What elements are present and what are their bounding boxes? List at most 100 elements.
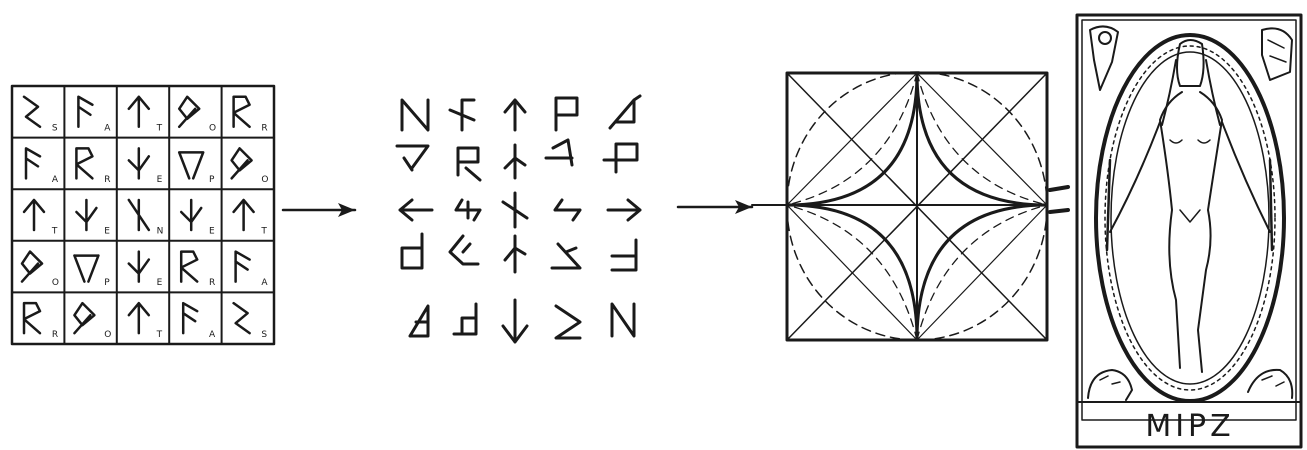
glyph xyxy=(503,300,527,342)
rune-subscript: A xyxy=(52,175,59,185)
rune-cell: A xyxy=(183,303,216,340)
glyph xyxy=(410,306,428,336)
rune-glyph xyxy=(234,303,250,333)
figure-hips xyxy=(1180,210,1200,222)
rune-cell: E xyxy=(129,252,163,289)
rune-glyph xyxy=(24,97,40,127)
rune-cell: T xyxy=(24,200,58,237)
rune-glyph xyxy=(78,97,92,127)
rune-cell: S xyxy=(24,97,58,134)
rune-glyph xyxy=(234,200,254,230)
glyph xyxy=(555,200,580,220)
rune-cell: R xyxy=(234,97,268,134)
glyph-row-5 xyxy=(410,300,634,342)
wreath-leaves xyxy=(1105,46,1275,390)
glyph-row-3 xyxy=(400,193,640,227)
rune-cell: E xyxy=(181,200,215,237)
rune-glyph xyxy=(26,148,40,178)
rune-subscript: R xyxy=(52,330,58,340)
figure-hair xyxy=(1162,60,1220,125)
rune-cell: O xyxy=(179,97,216,134)
glyph-row-1 xyxy=(402,96,640,130)
glyph xyxy=(505,100,525,130)
glyph xyxy=(505,145,525,178)
rune-glyph xyxy=(24,303,40,333)
glyph xyxy=(612,304,634,336)
rune-subscript: O xyxy=(261,175,268,185)
tarot-card: MIPZ xyxy=(1077,15,1301,447)
rune-cell: E xyxy=(129,148,163,185)
rune-subscript: S xyxy=(261,330,267,340)
rune-glyph xyxy=(74,256,98,282)
rune-cell: R xyxy=(24,303,58,340)
rune-cell: T xyxy=(234,200,268,237)
glyph xyxy=(610,96,640,128)
wreath-outer xyxy=(1096,35,1284,401)
rune-subscript: A xyxy=(104,123,111,133)
rune-subscript: E xyxy=(104,227,110,237)
rune-cell: P xyxy=(74,256,110,289)
glyph xyxy=(556,98,577,130)
glyph xyxy=(402,100,428,130)
rune-cell: O xyxy=(22,252,59,289)
rune-cell: E xyxy=(76,200,110,237)
rune-cell: P xyxy=(179,152,215,185)
rune-subscript: P xyxy=(104,278,110,288)
corner-figure-top-left xyxy=(1090,26,1118,90)
rune-cell: S xyxy=(234,303,268,340)
rune-glyph xyxy=(76,148,92,178)
glyph xyxy=(552,244,580,268)
glyph xyxy=(612,240,636,270)
rune-glyph xyxy=(236,252,250,282)
rune-glyph xyxy=(179,152,203,178)
rune-glyph xyxy=(179,97,199,127)
corner-figure-bottom-left xyxy=(1088,370,1132,400)
rune-glyph xyxy=(181,252,197,282)
rune-subscript: T xyxy=(156,330,163,340)
rune-glyph xyxy=(181,200,201,230)
corner-figure-bottom-right xyxy=(1248,370,1292,398)
rune-subscript: O xyxy=(104,330,111,340)
glyph xyxy=(546,140,572,165)
glyph xyxy=(397,146,428,170)
rune-glyph xyxy=(74,303,94,333)
glyph-row-2 xyxy=(397,140,637,180)
rune-glyph xyxy=(129,200,149,230)
glyph xyxy=(556,306,580,338)
glyph xyxy=(450,100,474,130)
rune-subscript: A xyxy=(209,330,216,340)
rune-cell: N xyxy=(129,200,164,237)
rune-subscript: O xyxy=(209,123,216,133)
glyph xyxy=(450,236,478,264)
glyph xyxy=(402,234,422,268)
rune-subscript: A xyxy=(261,278,268,288)
glyph xyxy=(604,144,637,172)
rune-cell: T xyxy=(129,97,163,134)
rune-glyph xyxy=(234,97,250,127)
rune-subscript: T xyxy=(156,123,163,133)
glyph xyxy=(400,200,432,220)
figure-arms xyxy=(1110,122,1270,232)
wand-left xyxy=(1107,160,1110,250)
rune-subscript: T xyxy=(260,227,267,237)
rune-cell: A xyxy=(236,252,269,289)
rune-subscript: N xyxy=(157,227,164,237)
glyph xyxy=(458,148,480,180)
rune-cell: T xyxy=(129,303,163,340)
rune-cell: R xyxy=(76,148,110,185)
arrow-1 xyxy=(283,203,355,217)
card-caption: MIPZ xyxy=(1145,409,1234,444)
glyph xyxy=(456,200,480,220)
rune-cell: A xyxy=(78,97,111,134)
rune-subscript: R xyxy=(261,123,267,133)
geometric-construction xyxy=(752,72,1068,340)
rune-subscript: S xyxy=(52,123,58,133)
rune-glyph xyxy=(129,252,149,282)
rune-cell: O xyxy=(232,148,269,185)
glyph-row-4 xyxy=(402,234,636,272)
rune-glyph xyxy=(129,148,149,178)
equals-bar-bottom xyxy=(1050,210,1068,212)
rune-glyph xyxy=(183,303,197,333)
rune-glyph xyxy=(232,148,252,178)
